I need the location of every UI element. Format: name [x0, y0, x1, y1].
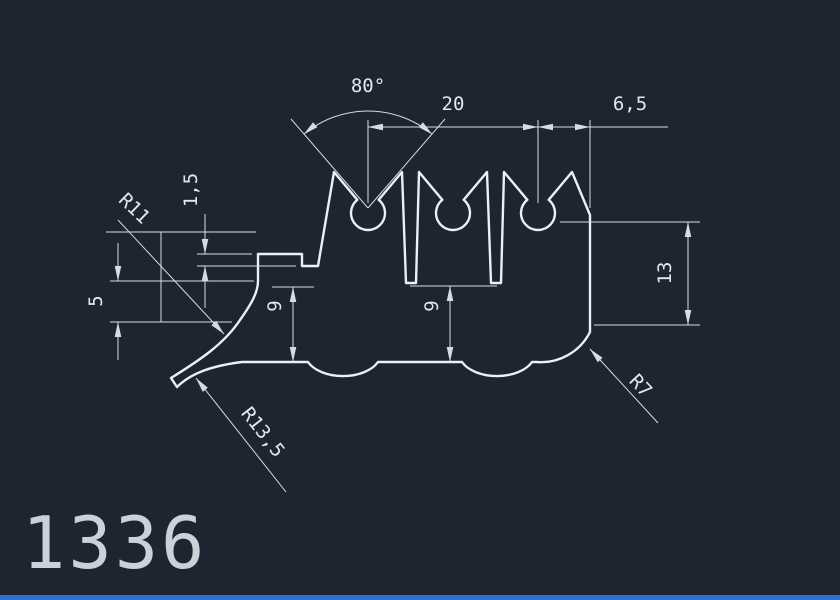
radius-label: R7	[625, 370, 657, 402]
radius-leader-r7: R7	[589, 348, 659, 424]
radius-leader-r13-5: R13,5	[195, 377, 289, 493]
radius-label: R13,5	[236, 403, 289, 462]
profile-outline	[169, 170, 592, 389]
dimension-label: 9	[421, 300, 443, 311]
extension-lines	[106, 120, 700, 326]
dimension-label: 1,5	[180, 173, 202, 207]
radius-leader-r11: R11	[114, 189, 225, 335]
angle-label: 80°	[351, 75, 385, 97]
leader-line	[589, 348, 659, 424]
dimension-label: 5	[85, 295, 107, 306]
dimension-9-left: 9	[264, 287, 297, 362]
dimension-1-5: 1,5	[180, 173, 209, 308]
dimension-label: 6,5	[613, 93, 647, 115]
leader-line	[195, 377, 287, 493]
dimension-20: 20	[368, 93, 538, 131]
dimension-angle-80: 80°	[290, 75, 446, 209]
part-number: 1336	[22, 501, 207, 585]
angle-ray	[367, 118, 446, 209]
dimension-label: 9	[264, 300, 286, 311]
bottom-edge-bar	[0, 595, 840, 600]
dimension-5: 5	[85, 243, 122, 360]
dimension-13: 13	[654, 222, 692, 325]
dimension-label: 13	[654, 262, 676, 285]
dimension-label: 20	[442, 93, 465, 115]
profile-path	[169, 170, 592, 389]
dimension-6-5: 6,5	[538, 93, 668, 131]
leader-line	[117, 219, 225, 335]
dimension-9-right: 9	[421, 286, 454, 362]
